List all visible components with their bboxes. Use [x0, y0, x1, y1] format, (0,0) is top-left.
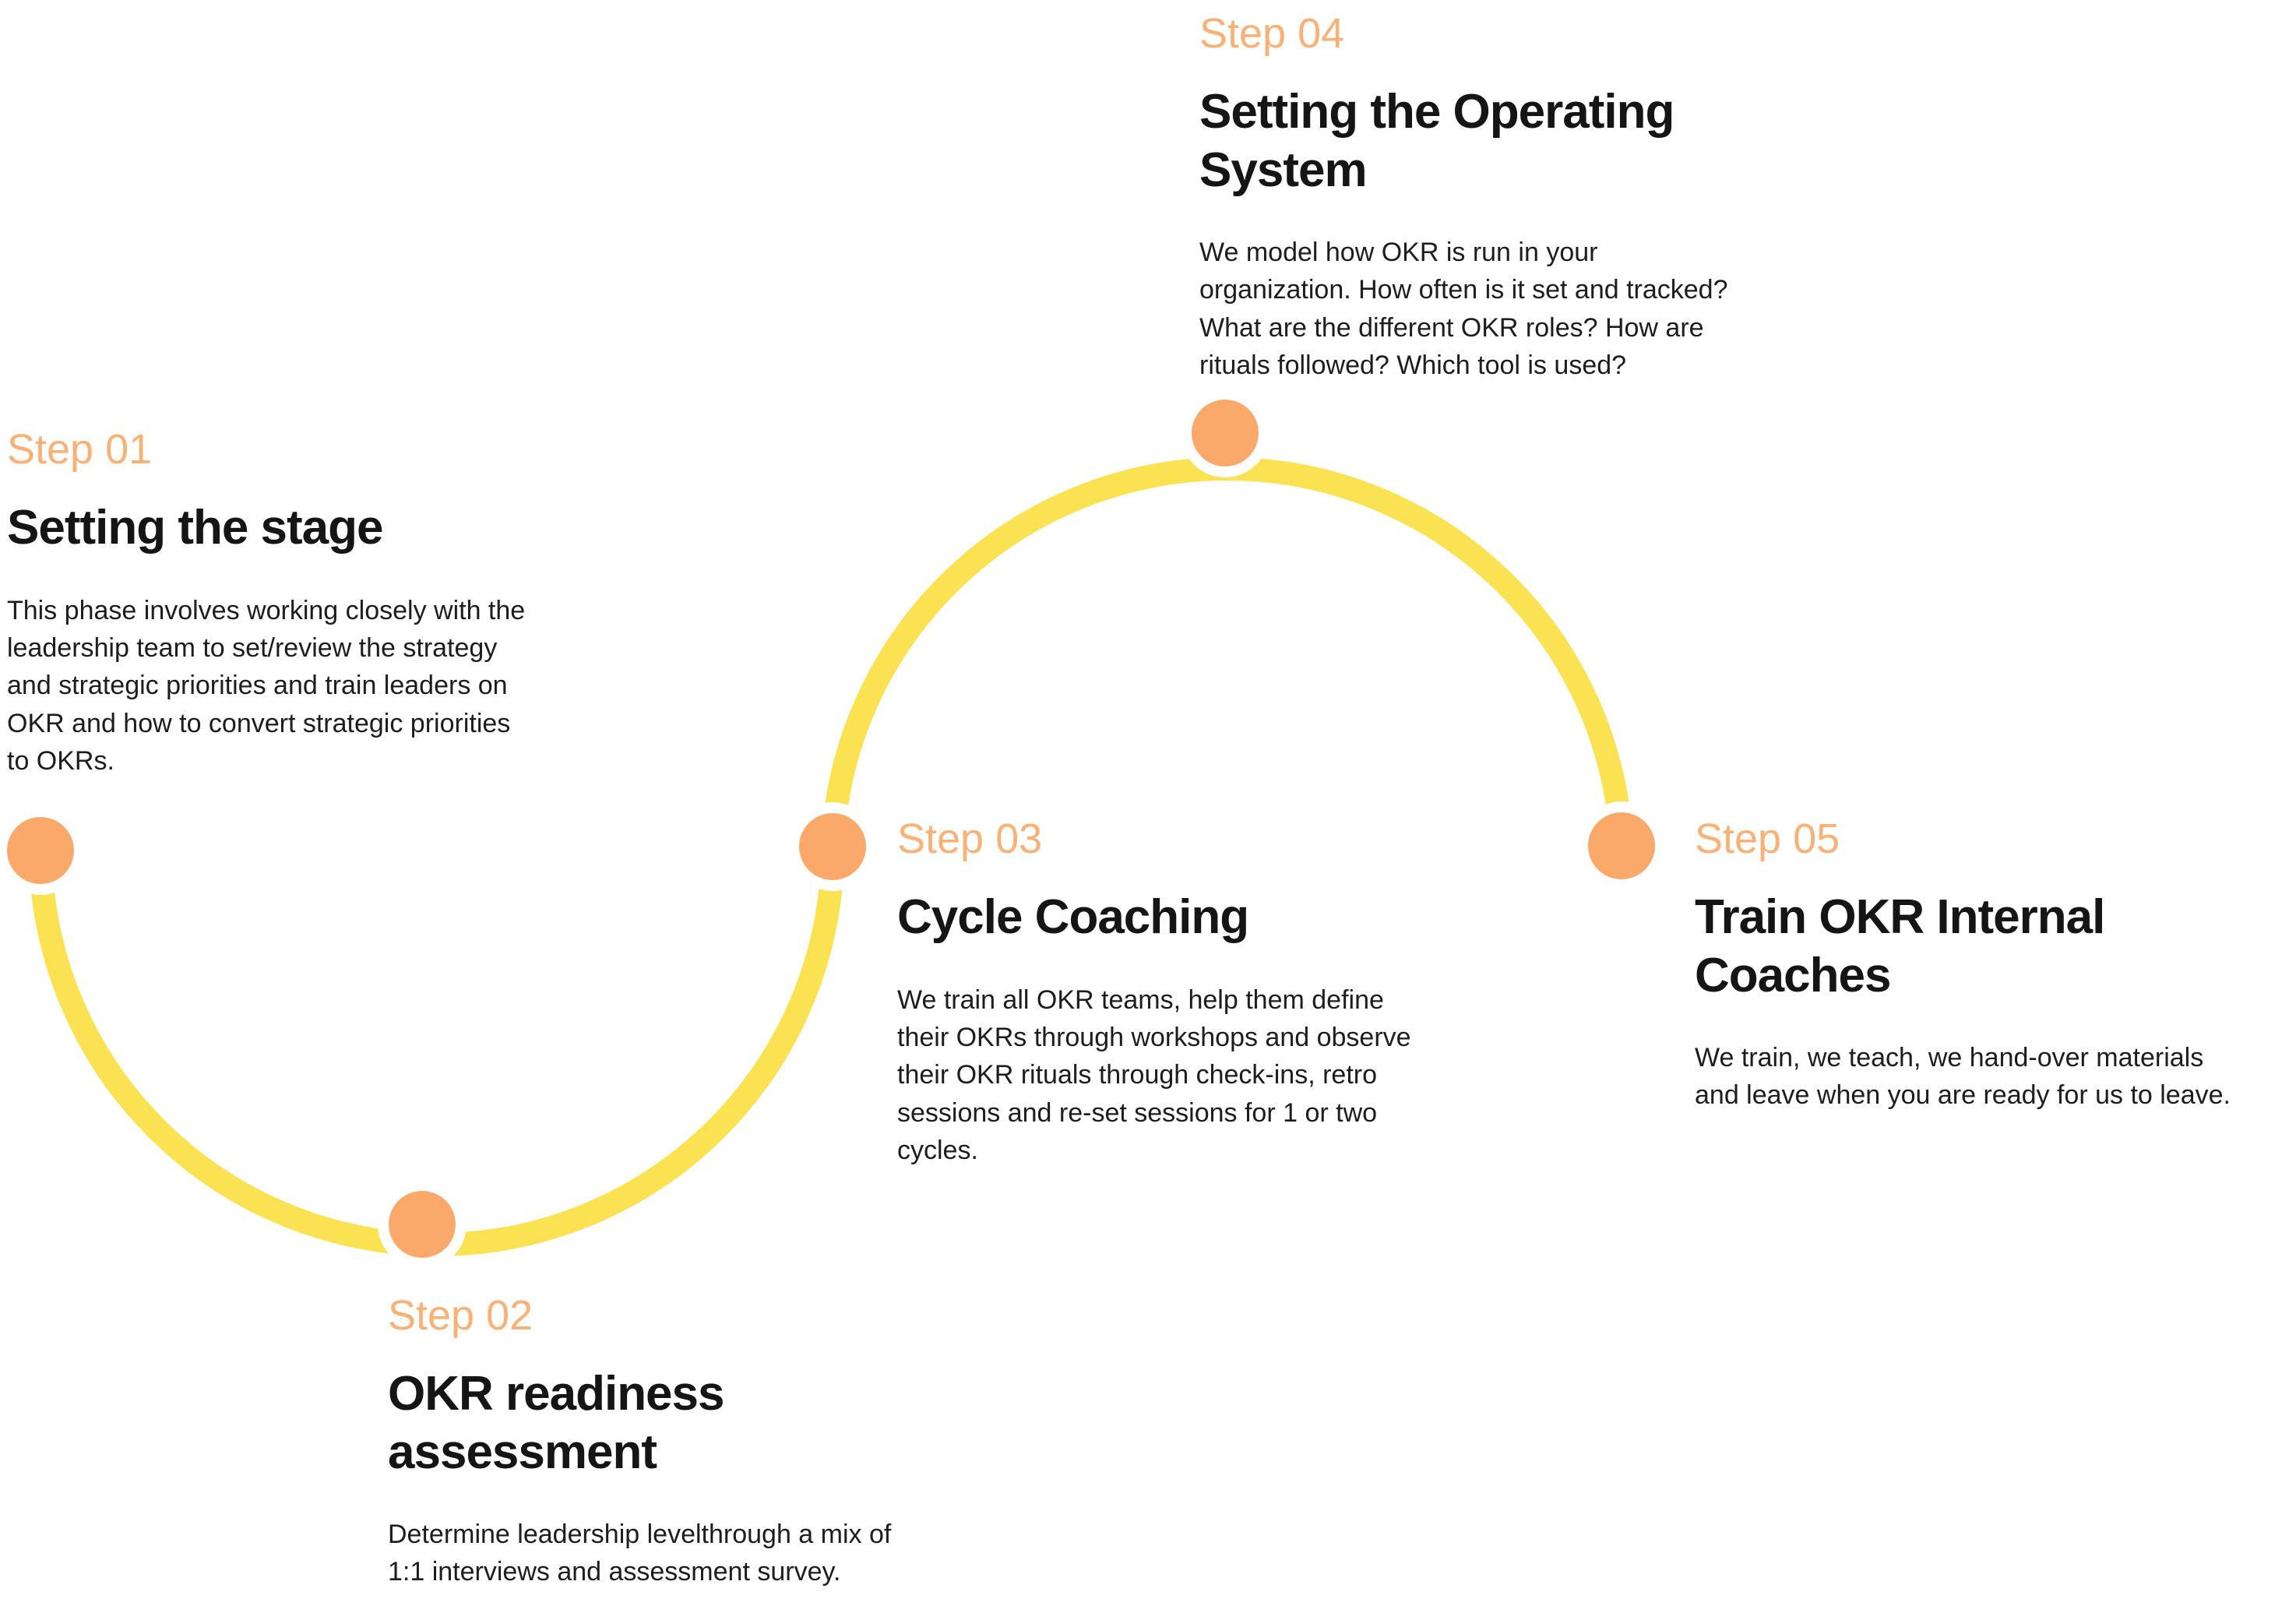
step-02-body: Determine leadership levelthrough a mix … [388, 1520, 892, 1587]
step-03-label: Step 03 [897, 815, 1043, 862]
step-03-block: Step 03 Cycle Coaching We train all OKR … [897, 815, 1551, 1169]
step-01-body: This phase involves working closely with… [7, 595, 526, 776]
step-01-title: Setting the stage [7, 501, 384, 555]
step-01-block: Step 01 Setting the stage This phase inv… [7, 426, 630, 780]
step-05-title: Train OKR Internal Coaches [1695, 890, 2105, 1002]
step-03-body: We train all OKR teams, help them define… [897, 984, 1411, 1165]
step-02-block: Step 02 OKR readiness assessment Determi… [388, 1292, 1003, 1591]
step-03-title: Cycle Coaching [897, 890, 1249, 945]
step-05-body: We train, we teach, we hand-over materia… [1695, 1043, 2231, 1111]
step-01-label: Step 01 [7, 426, 153, 473]
step-02-label: Step 02 [388, 1292, 534, 1339]
step-05-block: Step 05 Train OKR Internal Coaches We tr… [1695, 815, 2296, 1115]
step-04-block: Step 04 Setting the Operating System We … [1199, 10, 1854, 384]
step-04-label: Step 04 [1199, 10, 1345, 57]
step-04-body: We model how OKR is run in your organiza… [1199, 238, 1728, 380]
step-04-dot [1181, 389, 1269, 477]
step-03-dot [788, 802, 877, 891]
step-02-dot [378, 1180, 467, 1269]
step-04-title: Setting the Operating System [1199, 85, 1674, 197]
step-05-label: Step 05 [1695, 815, 1840, 862]
step-01-dot [0, 806, 85, 895]
step-02-title: OKR readiness assessment [388, 1367, 725, 1479]
step-05-dot [1577, 801, 1666, 890]
